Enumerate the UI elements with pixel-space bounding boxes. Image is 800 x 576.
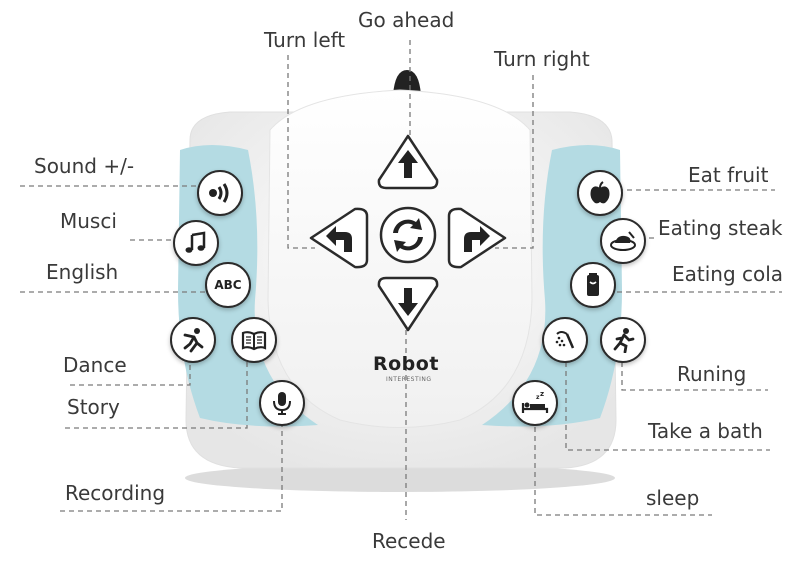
go-ahead-button[interactable] [376, 133, 440, 191]
music-note-icon [185, 231, 206, 253]
label-running: Runing [677, 362, 747, 386]
label-recording: Recording [65, 481, 166, 505]
arrow-up-icon [377, 134, 439, 190]
story-button[interactable] [231, 317, 277, 363]
label-dance: Dance [63, 353, 127, 377]
turn-right-arrow-icon [447, 207, 507, 269]
label-sleep: sleep [646, 486, 700, 510]
label-eating-steak: Eating steak [658, 216, 783, 240]
turn-right-button[interactable] [446, 206, 508, 270]
turn-left-button[interactable] [308, 206, 370, 270]
label-take-bath: Take a bath [648, 419, 763, 443]
rotate-icon [379, 206, 437, 264]
dance-button[interactable] [170, 317, 216, 363]
runner-icon [613, 328, 635, 353]
sleeping-bed-icon: z z [521, 391, 549, 413]
center-rotate-button[interactable] [379, 206, 437, 264]
sleep-button[interactable]: z z [512, 380, 558, 426]
book-icon [241, 331, 267, 351]
label-go-ahead: Go ahead [358, 8, 455, 32]
svg-text:z: z [540, 391, 544, 398]
label-recede: Recede [372, 529, 446, 553]
label-eat-fruit: Eat fruit [688, 163, 769, 187]
recording-button[interactable] [259, 380, 305, 426]
right-panel [482, 145, 622, 427]
leader-lines [20, 40, 782, 520]
running-button[interactable] [600, 317, 646, 363]
drop-shadow [185, 464, 615, 492]
microphone-icon [273, 392, 291, 415]
turn-left-arrow-icon [309, 207, 369, 269]
music-button[interactable] [173, 220, 219, 266]
label-turn-right: Turn right [494, 47, 590, 71]
brand-logo: Robot [373, 353, 439, 375]
shower-icon [555, 331, 575, 349]
label-story: Story [67, 395, 120, 419]
abc-icon: ABC [214, 278, 242, 292]
sound-button[interactable] [197, 170, 243, 216]
take-bath-button[interactable] [542, 317, 588, 363]
eating-steak-button[interactable] [600, 218, 646, 264]
antenna [393, 70, 421, 95]
speaker-icon [209, 183, 229, 203]
label-english: English [46, 260, 119, 284]
recede-button[interactable] [376, 275, 440, 333]
dancer-icon [183, 328, 204, 353]
svg-text:z: z [536, 394, 540, 401]
eat-fruit-button[interactable] [577, 170, 623, 216]
apple-icon [590, 181, 610, 204]
arrow-down-icon [377, 276, 439, 332]
label-eating-cola: Eating cola [672, 262, 784, 286]
label-music: Musci [60, 209, 117, 233]
eating-cola-button[interactable] [570, 262, 616, 308]
english-button[interactable]: ABC [205, 262, 251, 308]
label-sound: Sound +/- [34, 154, 135, 178]
steak-icon [610, 231, 636, 251]
brand-subtitle: INTERESTING [386, 376, 432, 383]
cola-can-icon [587, 273, 599, 296]
label-turn-left: Turn left [264, 28, 346, 52]
